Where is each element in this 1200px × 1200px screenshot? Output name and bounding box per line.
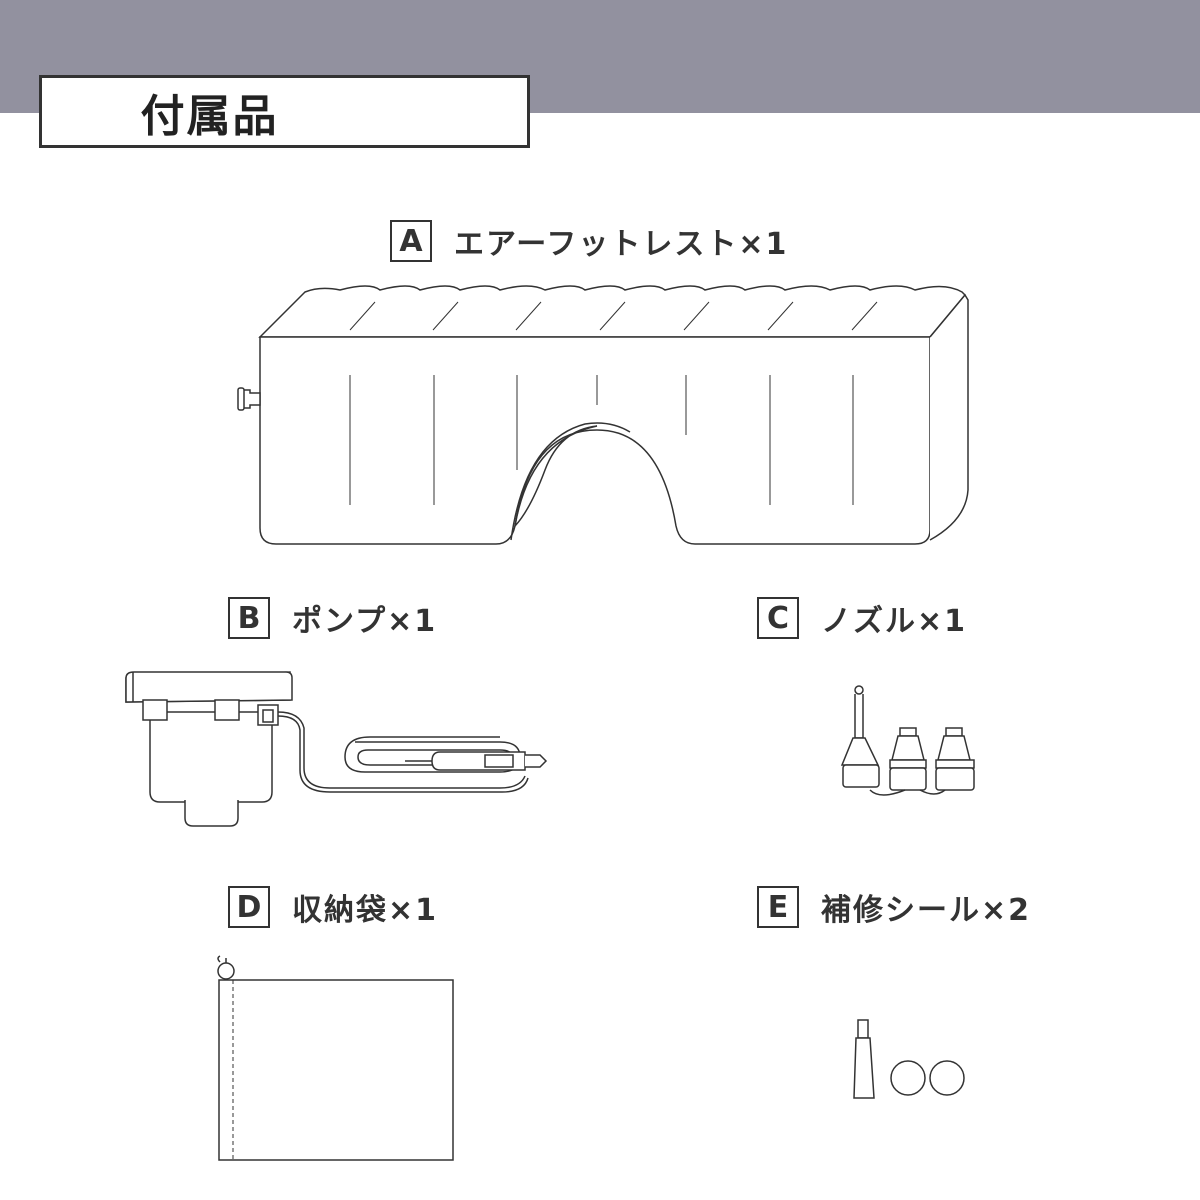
repair-kit-illustration xyxy=(854,1020,964,1098)
item-label-e: E 補修シール×2 xyxy=(757,885,1031,929)
item-name-d: 収納袋×1 xyxy=(292,893,439,928)
item-label-a: A エアーフットレスト×1 xyxy=(390,219,788,263)
item-name-b: ポンプ×1 xyxy=(292,604,438,639)
page-title: 付属品 xyxy=(140,90,279,142)
badge-b: B xyxy=(228,597,270,639)
badge-d: D xyxy=(228,886,270,928)
item-name-c: ノズル×1 xyxy=(821,604,968,639)
air-footrest-illustration xyxy=(238,286,968,544)
item-label-c: C ノズル×1 xyxy=(757,596,967,640)
pump-illustration xyxy=(126,672,546,826)
nozzles-illustration xyxy=(842,686,974,795)
storage-bag-illustration xyxy=(218,956,453,1160)
item-label-d: D 収納袋×1 xyxy=(228,885,438,929)
badge-e: E xyxy=(757,886,799,928)
badge-c: C xyxy=(757,597,799,639)
item-label-b: B ポンプ×1 xyxy=(228,596,437,640)
item-name-e: 補修シール×2 xyxy=(821,893,1032,928)
title-box: 付属品 xyxy=(39,75,530,148)
badge-a: A xyxy=(390,220,432,262)
item-name-a: エアーフットレスト×1 xyxy=(454,227,789,262)
